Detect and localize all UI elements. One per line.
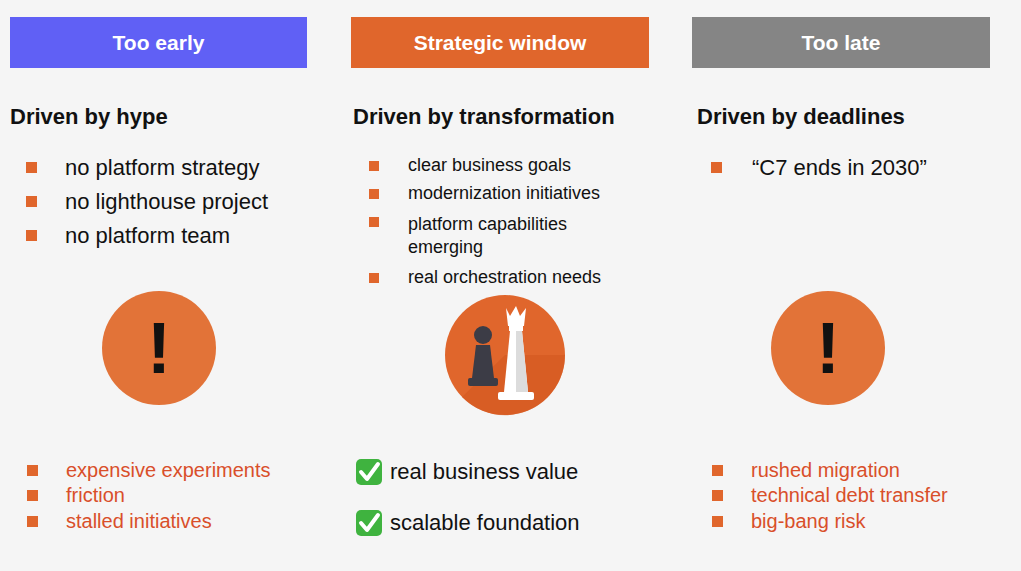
header-text: Too late <box>802 31 881 55</box>
warning-circle: ! <box>771 291 885 405</box>
header-band: Strategic window <box>351 17 649 68</box>
bullet-text: real orchestration needs <box>408 266 601 289</box>
risk-text: technical debt transfer <box>751 482 948 508</box>
header-text: Strategic window <box>414 31 587 55</box>
value-text: real business value <box>390 458 578 487</box>
header-band: Too late <box>692 17 990 68</box>
bullet-text: “C7 ends in 2030” <box>752 154 927 183</box>
header-text: Too early <box>113 31 205 55</box>
risk-text: expensive experiments <box>66 457 271 483</box>
chess-icon <box>445 295 565 415</box>
warning-mark: ! <box>147 307 171 389</box>
risk-text: stalled initiatives <box>66 508 212 534</box>
bullet-text: no platform strategy <box>65 154 259 183</box>
header-band: Too early <box>10 17 307 68</box>
warning-mark: ! <box>816 307 840 389</box>
risk-text: friction <box>66 482 125 508</box>
risk-text: big-bang risk <box>751 508 866 534</box>
column-heading: Driven by transformation <box>353 103 615 132</box>
value-text: scalable foundation <box>390 509 580 538</box>
bullet-text: platform capabilities emerging <box>408 213 633 260</box>
bullet-text: no platform team <box>65 222 230 251</box>
column-heading: Driven by deadlines <box>697 103 905 132</box>
bullet-text: modernization initiatives <box>408 182 600 205</box>
warning-circle: ! <box>102 291 216 405</box>
bullet-text: clear business goals <box>408 154 571 177</box>
bullet-text: no lighthouse project <box>65 188 268 217</box>
bullet-markers <box>26 161 723 527</box>
risk-text: rushed migration <box>751 457 900 483</box>
check-icons <box>356 459 382 536</box>
column-heading: Driven by hype <box>10 103 168 132</box>
